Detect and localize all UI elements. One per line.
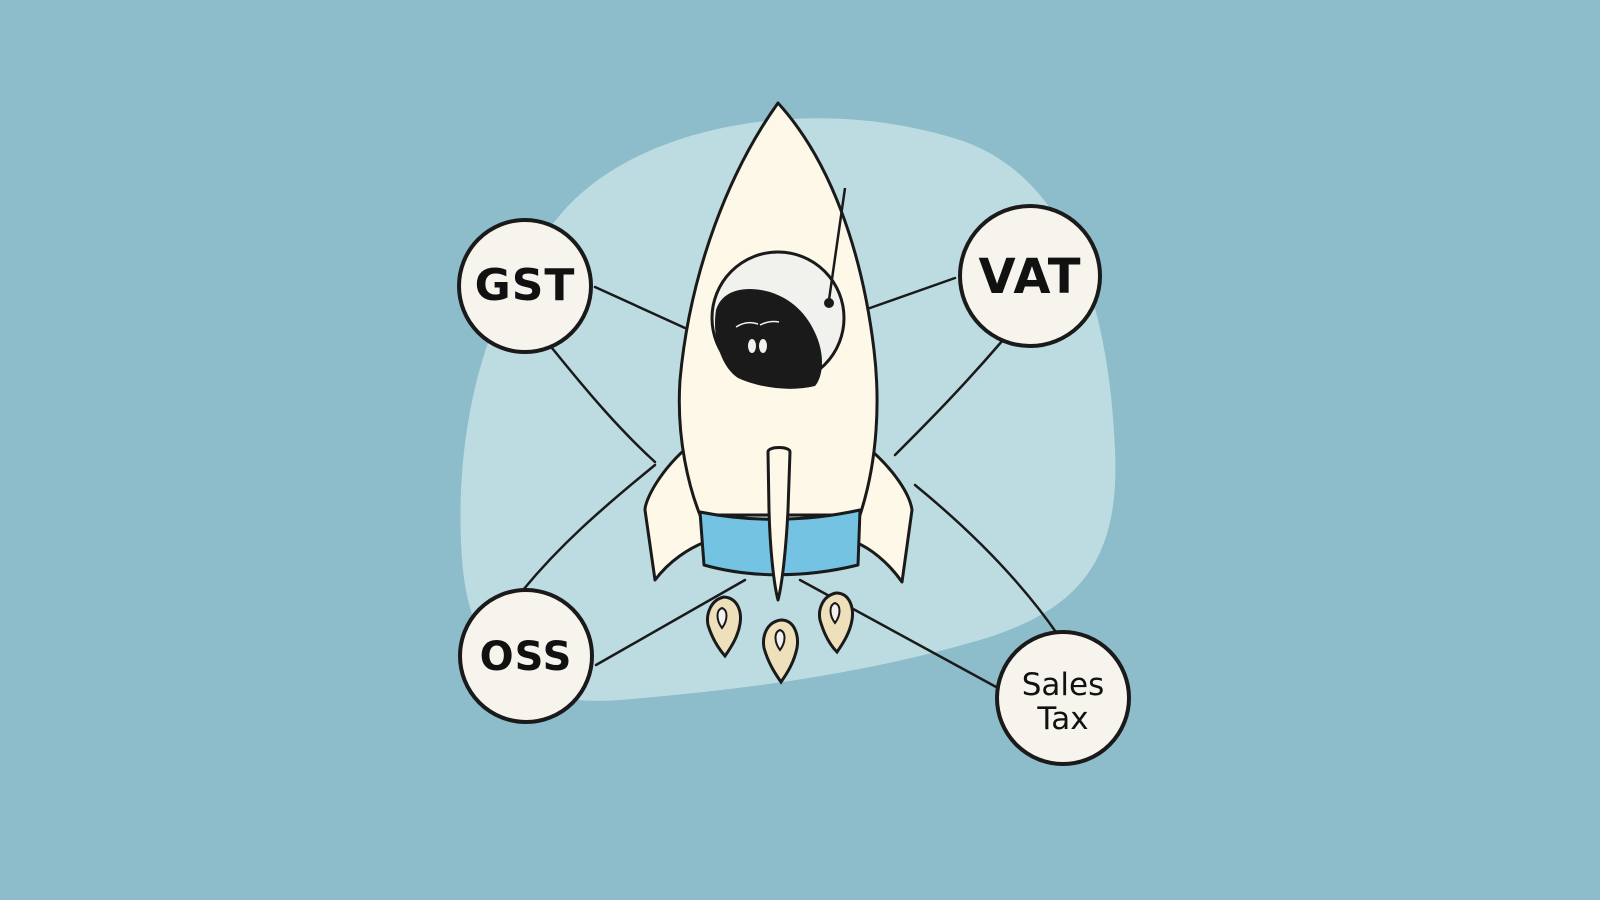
badge-gst — [457, 218, 593, 354]
peeking-character-icon — [714, 289, 822, 389]
thruster-flames — [706, 591, 854, 685]
rocket-icon — [643, 101, 914, 602]
badge-sales-tax — [995, 630, 1131, 766]
badge-vat — [958, 204, 1102, 348]
badge-oss — [458, 588, 594, 724]
